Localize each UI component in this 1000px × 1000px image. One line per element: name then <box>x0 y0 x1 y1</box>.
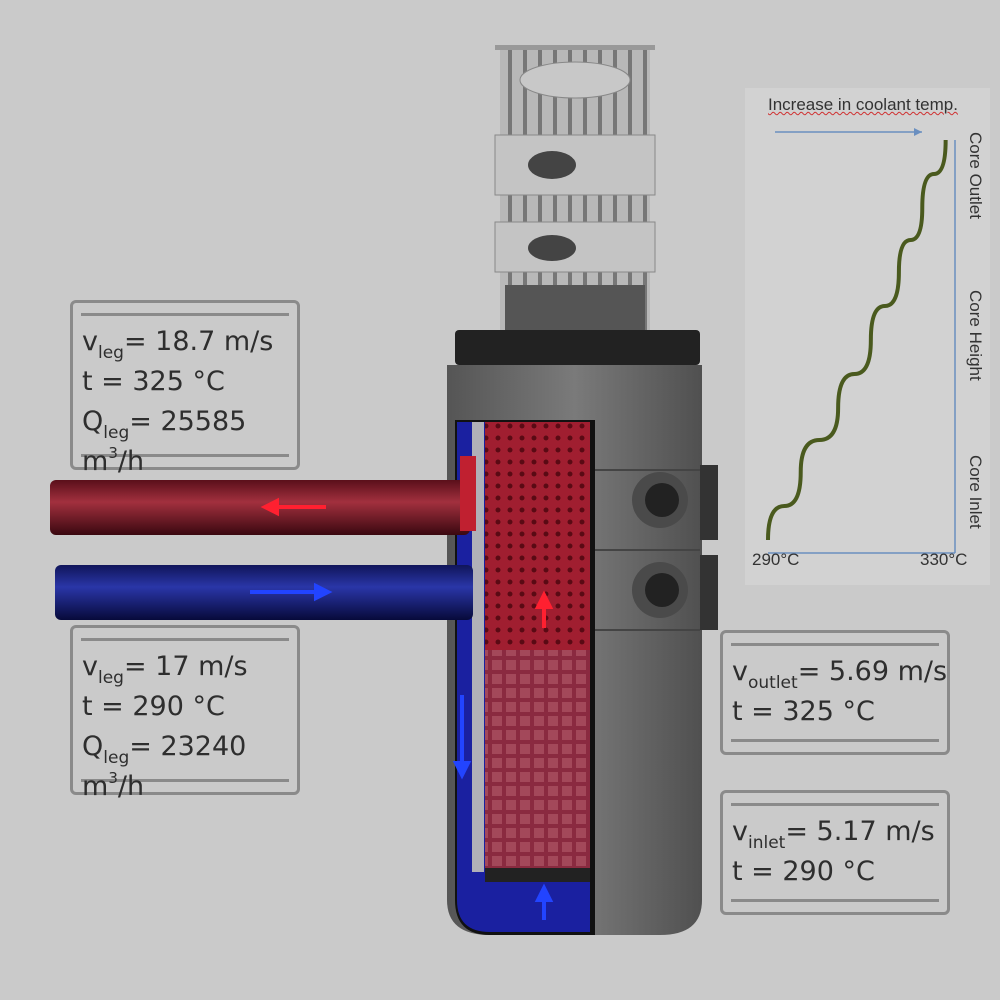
core-flow-arrow <box>534 590 554 628</box>
chart-panel <box>745 88 990 585</box>
cold-leg-info-box: vleg= 17 m/s t = 290 °C Qleg= 23240 m3/h <box>70 625 300 802</box>
x-tick-label: 330°C <box>920 550 968 569</box>
outlet-nozzle <box>632 465 718 540</box>
lower-plenum-flow-arrow <box>534 883 554 920</box>
temperature-chart <box>766 128 956 554</box>
hot-leg-flow-arrow <box>260 497 326 517</box>
outlet-info-box: voutlet= 5.69 m/s t = 325 °C <box>720 630 950 755</box>
x-tick-label: 290°C <box>752 550 800 569</box>
temperature-curve <box>766 139 948 541</box>
y-label-inlet: Core Inlet <box>966 455 985 529</box>
inlet-nozzle <box>632 555 718 630</box>
flow-arrows <box>250 497 554 920</box>
upper-plenum <box>485 422 590 650</box>
chart-title: Increase in coolant temp. <box>768 95 958 114</box>
hot-leg-info-box: vleg= 18.7 m/s t = 325 °C Qleg= 25585 m3… <box>70 300 300 477</box>
vessel-flange <box>455 330 700 365</box>
downcomer-flow-arrow <box>452 695 472 780</box>
hot-leg-pipe <box>50 456 476 535</box>
control-rod-drive <box>494 45 656 330</box>
y-label-outlet: Core Outlet <box>966 132 985 219</box>
reactor-core <box>485 650 590 870</box>
y-label-height: Core Height <box>966 290 985 381</box>
cold-leg-flow-arrow <box>250 582 333 602</box>
inlet-info-box: vinlet= 5.17 m/s t = 290 °C <box>720 790 950 915</box>
